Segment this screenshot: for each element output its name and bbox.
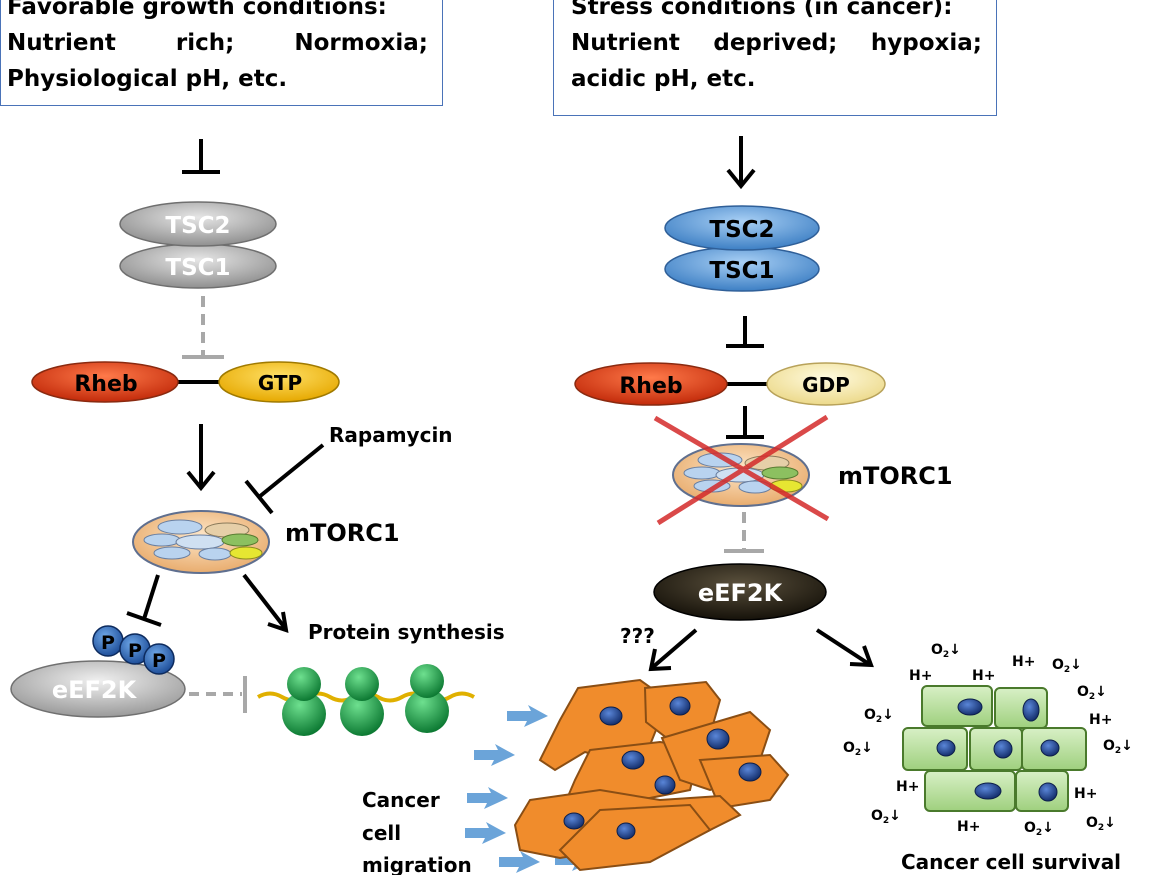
mtorc1-label-left: mTORC1	[285, 519, 400, 547]
svg-text:O2↓: O2↓	[1086, 815, 1116, 833]
eef2k-label-left: eEF2K	[52, 676, 138, 704]
migration-label-line2: cell	[362, 821, 401, 845]
inhibition-arrow	[726, 406, 764, 439]
phospho-label: P	[128, 640, 142, 662]
svg-text:O2↓: O2↓	[1052, 657, 1082, 675]
favorable-conditions-box: Favorable growth conditions: Nutrient ri…	[0, 0, 443, 106]
eef2k-inhibits-translation	[189, 676, 247, 713]
stress-conditions-line3: acidic pH, etc.	[571, 66, 756, 92]
activation-arrow	[186, 424, 216, 492]
stress-conditions-box: Stress conditions (in cancer): Nutrient …	[553, 0, 997, 116]
stress-conditions-title: Stress conditions (in cancer):	[571, 0, 953, 20]
word: deprived;	[713, 30, 838, 56]
h-plus-label: H+	[909, 668, 932, 684]
svg-text:O2↓: O2↓	[1024, 820, 1054, 838]
gdp-node	[766, 362, 886, 406]
tsc2-label: TSC2	[709, 217, 774, 243]
tsc-complex-left: TSC1 TSC2	[119, 201, 277, 289]
weak-inhibition-arrow	[724, 512, 764, 553]
rapamycin-inhibition	[244, 443, 325, 515]
inhibition-arrow	[182, 139, 220, 174]
rheb-gtp-left: Rheb GTP	[31, 361, 340, 403]
tsc1-label: TSC1	[709, 258, 774, 284]
h-plus-label: H+	[896, 779, 919, 795]
unknown-mechanism-label: ???	[620, 624, 655, 648]
tsc2-label: TSC2	[165, 213, 230, 239]
svg-text:O2↓: O2↓	[1103, 738, 1133, 756]
svg-text:O2↓: O2↓	[1077, 684, 1107, 702]
mtorc1-complex-left	[132, 510, 270, 574]
ribosomes-on-mrna	[256, 664, 476, 736]
inactivation-cross	[653, 414, 830, 526]
word: Nutrient	[571, 30, 680, 56]
inhibition-arrow	[726, 316, 764, 348]
h-plus-label: H+	[1089, 712, 1112, 728]
rapamycin-label: Rapamycin	[329, 423, 453, 447]
migration-arrow	[648, 628, 698, 672]
svg-text:O2↓: O2↓	[871, 808, 901, 826]
tsc2-node	[664, 205, 820, 251]
svg-text:O2↓: O2↓	[864, 707, 894, 725]
cancer-cell-survival-label: Cancer cell survival	[901, 850, 1121, 874]
svg-text:O2↓: O2↓	[843, 740, 873, 758]
stress-conditions-line2: Nutrient deprived; hypoxia;	[571, 25, 982, 61]
survival-arrow	[815, 628, 874, 668]
microenvironment-labels: H+ H+ H+ H+ H+ H+ H+	[896, 654, 1112, 835]
word: hypoxia;	[870, 30, 982, 56]
protein-synthesis-arrow	[242, 573, 289, 633]
surviving-cancer-cells	[902, 685, 1087, 812]
h-plus-label: H+	[957, 819, 980, 835]
migration-label-line1: Cancer	[362, 788, 440, 812]
gdp-label: GDP	[802, 373, 850, 397]
tsc2-node	[119, 201, 277, 247]
favorable-conditions-line2: Nutrient rich; Normoxia;	[7, 25, 428, 61]
migrating-cancer-cells	[465, 678, 790, 873]
tsc1-label: TSC1	[165, 255, 230, 281]
rheb-node	[31, 361, 179, 403]
phospho-label: P	[101, 632, 115, 654]
rheb-label: Rheb	[74, 372, 137, 397]
h-plus-label: H+	[1074, 786, 1097, 802]
eef2k-label-right: eEF2K	[698, 579, 784, 607]
favorable-conditions-title: Favorable growth conditions:	[7, 0, 387, 20]
phospho-label: P	[152, 650, 166, 672]
rheb-node	[574, 362, 728, 406]
mtorc1-label-right: mTORC1	[838, 462, 953, 490]
favorable-conditions-line3: Physiological pH, etc.	[7, 66, 288, 92]
phospho-group	[143, 643, 175, 675]
h-plus-label: H+	[972, 668, 995, 684]
mtorc1-inhibits-eef2k	[126, 574, 162, 627]
word: rich;	[175, 30, 235, 56]
weak-inhibition-arrow	[182, 296, 224, 359]
gtp-node	[218, 361, 340, 403]
eef2k-inactive: eEF2K P P P	[10, 625, 186, 718]
oxygen-labels: O2↓ O2↓ O2↓ O2↓ O2↓ O2↓ O2↓ O2↓ O2↓	[843, 642, 1133, 838]
migration-label-line3: migration	[362, 853, 472, 875]
tsc-complex-right: TSC1 TSC2	[664, 205, 820, 292]
rheb-gdp-right: Rheb GDP	[574, 362, 886, 406]
gtp-label: GTP	[258, 371, 302, 395]
eef2k-active: eEF2K	[653, 563, 827, 621]
protein-synthesis-label: Protein synthesis	[308, 620, 505, 644]
word: Nutrient	[7, 30, 116, 56]
activation-arrow	[726, 136, 756, 190]
h-plus-label: H+	[1012, 654, 1035, 670]
rheb-label: Rheb	[619, 374, 682, 399]
svg-text:O2↓: O2↓	[931, 642, 961, 660]
word: Normoxia;	[294, 30, 428, 56]
